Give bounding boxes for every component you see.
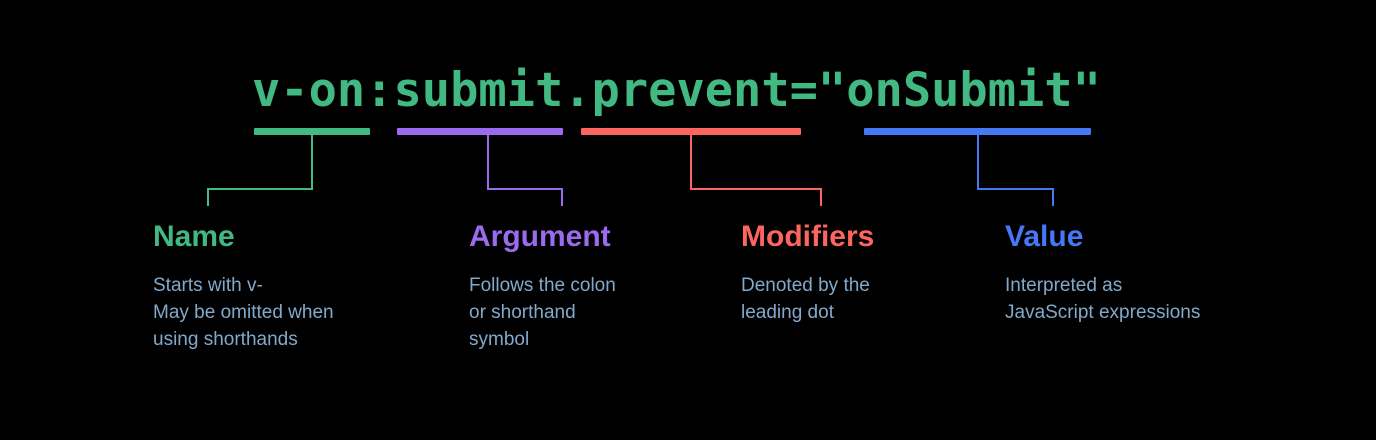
connector-stub-modifiers (820, 188, 822, 206)
connector-drop-name (311, 135, 313, 190)
directive-code-expression: v-on:submit.prevent="onSubmit" (252, 63, 1101, 118)
connector-drop-modifiers (690, 135, 692, 190)
connector-run-value (977, 188, 1054, 190)
underline-bar-argument (397, 128, 563, 135)
label-title-value: Value (1005, 220, 1084, 253)
label-description-modifiers: Denoted by the leading dot (741, 275, 870, 323)
underline-bar-modifiers (581, 128, 801, 135)
connector-run-modifiers (690, 188, 822, 190)
connector-stub-value (1052, 188, 1054, 206)
connector-run-argument (487, 188, 563, 190)
label-title-name: Name (153, 220, 235, 253)
label-description-argument: Follows the colon or shorthand symbol (469, 275, 616, 350)
connector-stub-argument (561, 188, 563, 206)
label-description-name: Starts with v- May be omitted when using… (153, 275, 334, 350)
underline-bar-value (864, 128, 1091, 135)
underline-bar-name (254, 128, 370, 135)
connector-drop-value (977, 135, 979, 190)
label-title-modifiers: Modifiers (741, 220, 875, 253)
connector-drop-argument (487, 135, 489, 190)
label-title-argument: Argument (469, 220, 611, 253)
connector-stub-name (207, 188, 209, 206)
label-description-value: Interpreted as JavaScript expressions (1005, 275, 1201, 323)
connector-run-name (207, 188, 313, 190)
